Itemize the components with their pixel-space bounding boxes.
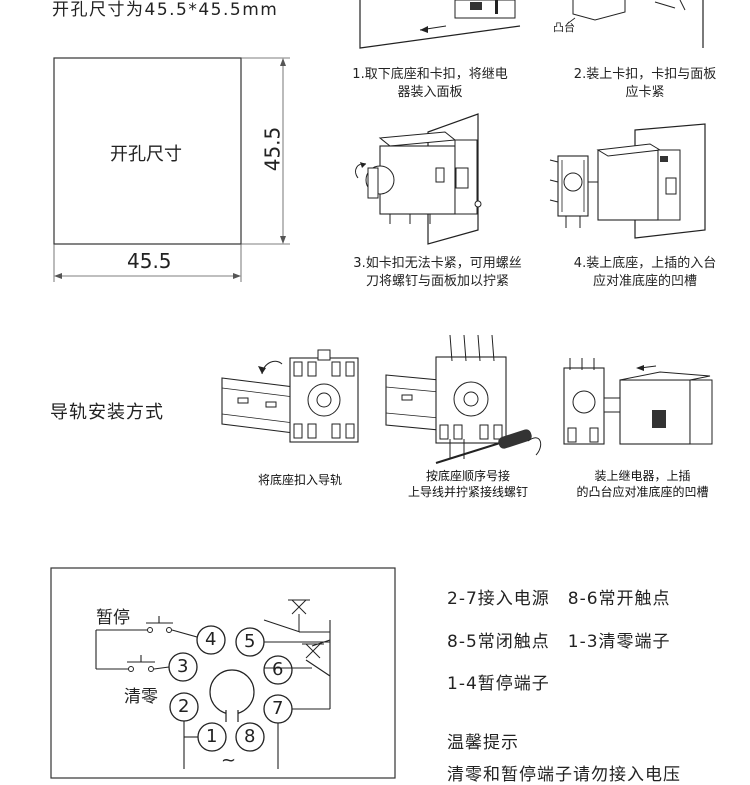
rail-step2-caption: 按底座顺序号接上导线并拧紧接线螺钉 bbox=[407, 469, 528, 499]
rail-mounting-title: 导轨安装方式 bbox=[50, 402, 164, 423]
pin-5: 5 bbox=[244, 631, 256, 652]
pin-3: 3 bbox=[177, 656, 189, 677]
step3-illustration bbox=[355, 113, 482, 245]
cutout-width-value: 45.5 bbox=[127, 249, 172, 273]
legend-line-3: 1-4暂停端子 bbox=[447, 674, 550, 694]
step4-caption: 4.装上底座，上插的入台应对准底座的凹槽 bbox=[573, 256, 717, 289]
rail-step3-illustration bbox=[563, 358, 713, 445]
pin-1: 1 bbox=[206, 726, 218, 747]
pin-4: 4 bbox=[205, 629, 217, 650]
tips-text: 清零和暂停端子请勿接入电压 bbox=[447, 765, 681, 785]
cutout-label: 开孔尺寸 bbox=[110, 144, 182, 165]
pause-label: 暂停 bbox=[96, 608, 130, 628]
pin-7: 7 bbox=[272, 698, 284, 719]
legend-line-2: 8-5常闭触点 1-3清零端子 bbox=[447, 632, 671, 652]
legend-line-1: 2-7接入电源 8-6常开触点 bbox=[447, 589, 671, 609]
step3-caption: 3.如卡扣无法卡紧，可用螺丝刀将螺钉与面板加以拧紧 bbox=[353, 256, 522, 289]
pin-2: 2 bbox=[178, 696, 190, 717]
step2-boss-label: 凸台 bbox=[553, 21, 575, 34]
pin-8: 8 bbox=[244, 726, 256, 747]
rail-step3-caption: 装上继电器，上插的凸台应对准底座的凹槽 bbox=[576, 469, 709, 499]
cutout-size-note: 开孔尺寸为45.5*45.5mm bbox=[52, 0, 279, 20]
tips-title: 温馨提示 bbox=[447, 733, 519, 753]
step1-caption: 1.取下底座和卡扣，将继电器装入面板 bbox=[352, 67, 508, 100]
rail-step1-caption: 将底座扣入导轨 bbox=[257, 473, 342, 487]
step4-illustration bbox=[549, 123, 706, 239]
step1-illustration bbox=[359, 0, 521, 49]
step2-illustration bbox=[566, 0, 704, 48]
power-symbol: ~ bbox=[221, 750, 237, 771]
wiring-diagram bbox=[50, 567, 396, 779]
pin-6: 6 bbox=[272, 659, 284, 680]
step2-caption: 2.装上卡扣，卡扣与面板应卡紧 bbox=[573, 67, 717, 100]
rail-step2-illustration bbox=[385, 334, 542, 464]
cutout-dimension-drawing bbox=[53, 57, 290, 282]
rail-step1-illustration bbox=[221, 349, 359, 443]
reset-label: 清零 bbox=[124, 687, 158, 707]
